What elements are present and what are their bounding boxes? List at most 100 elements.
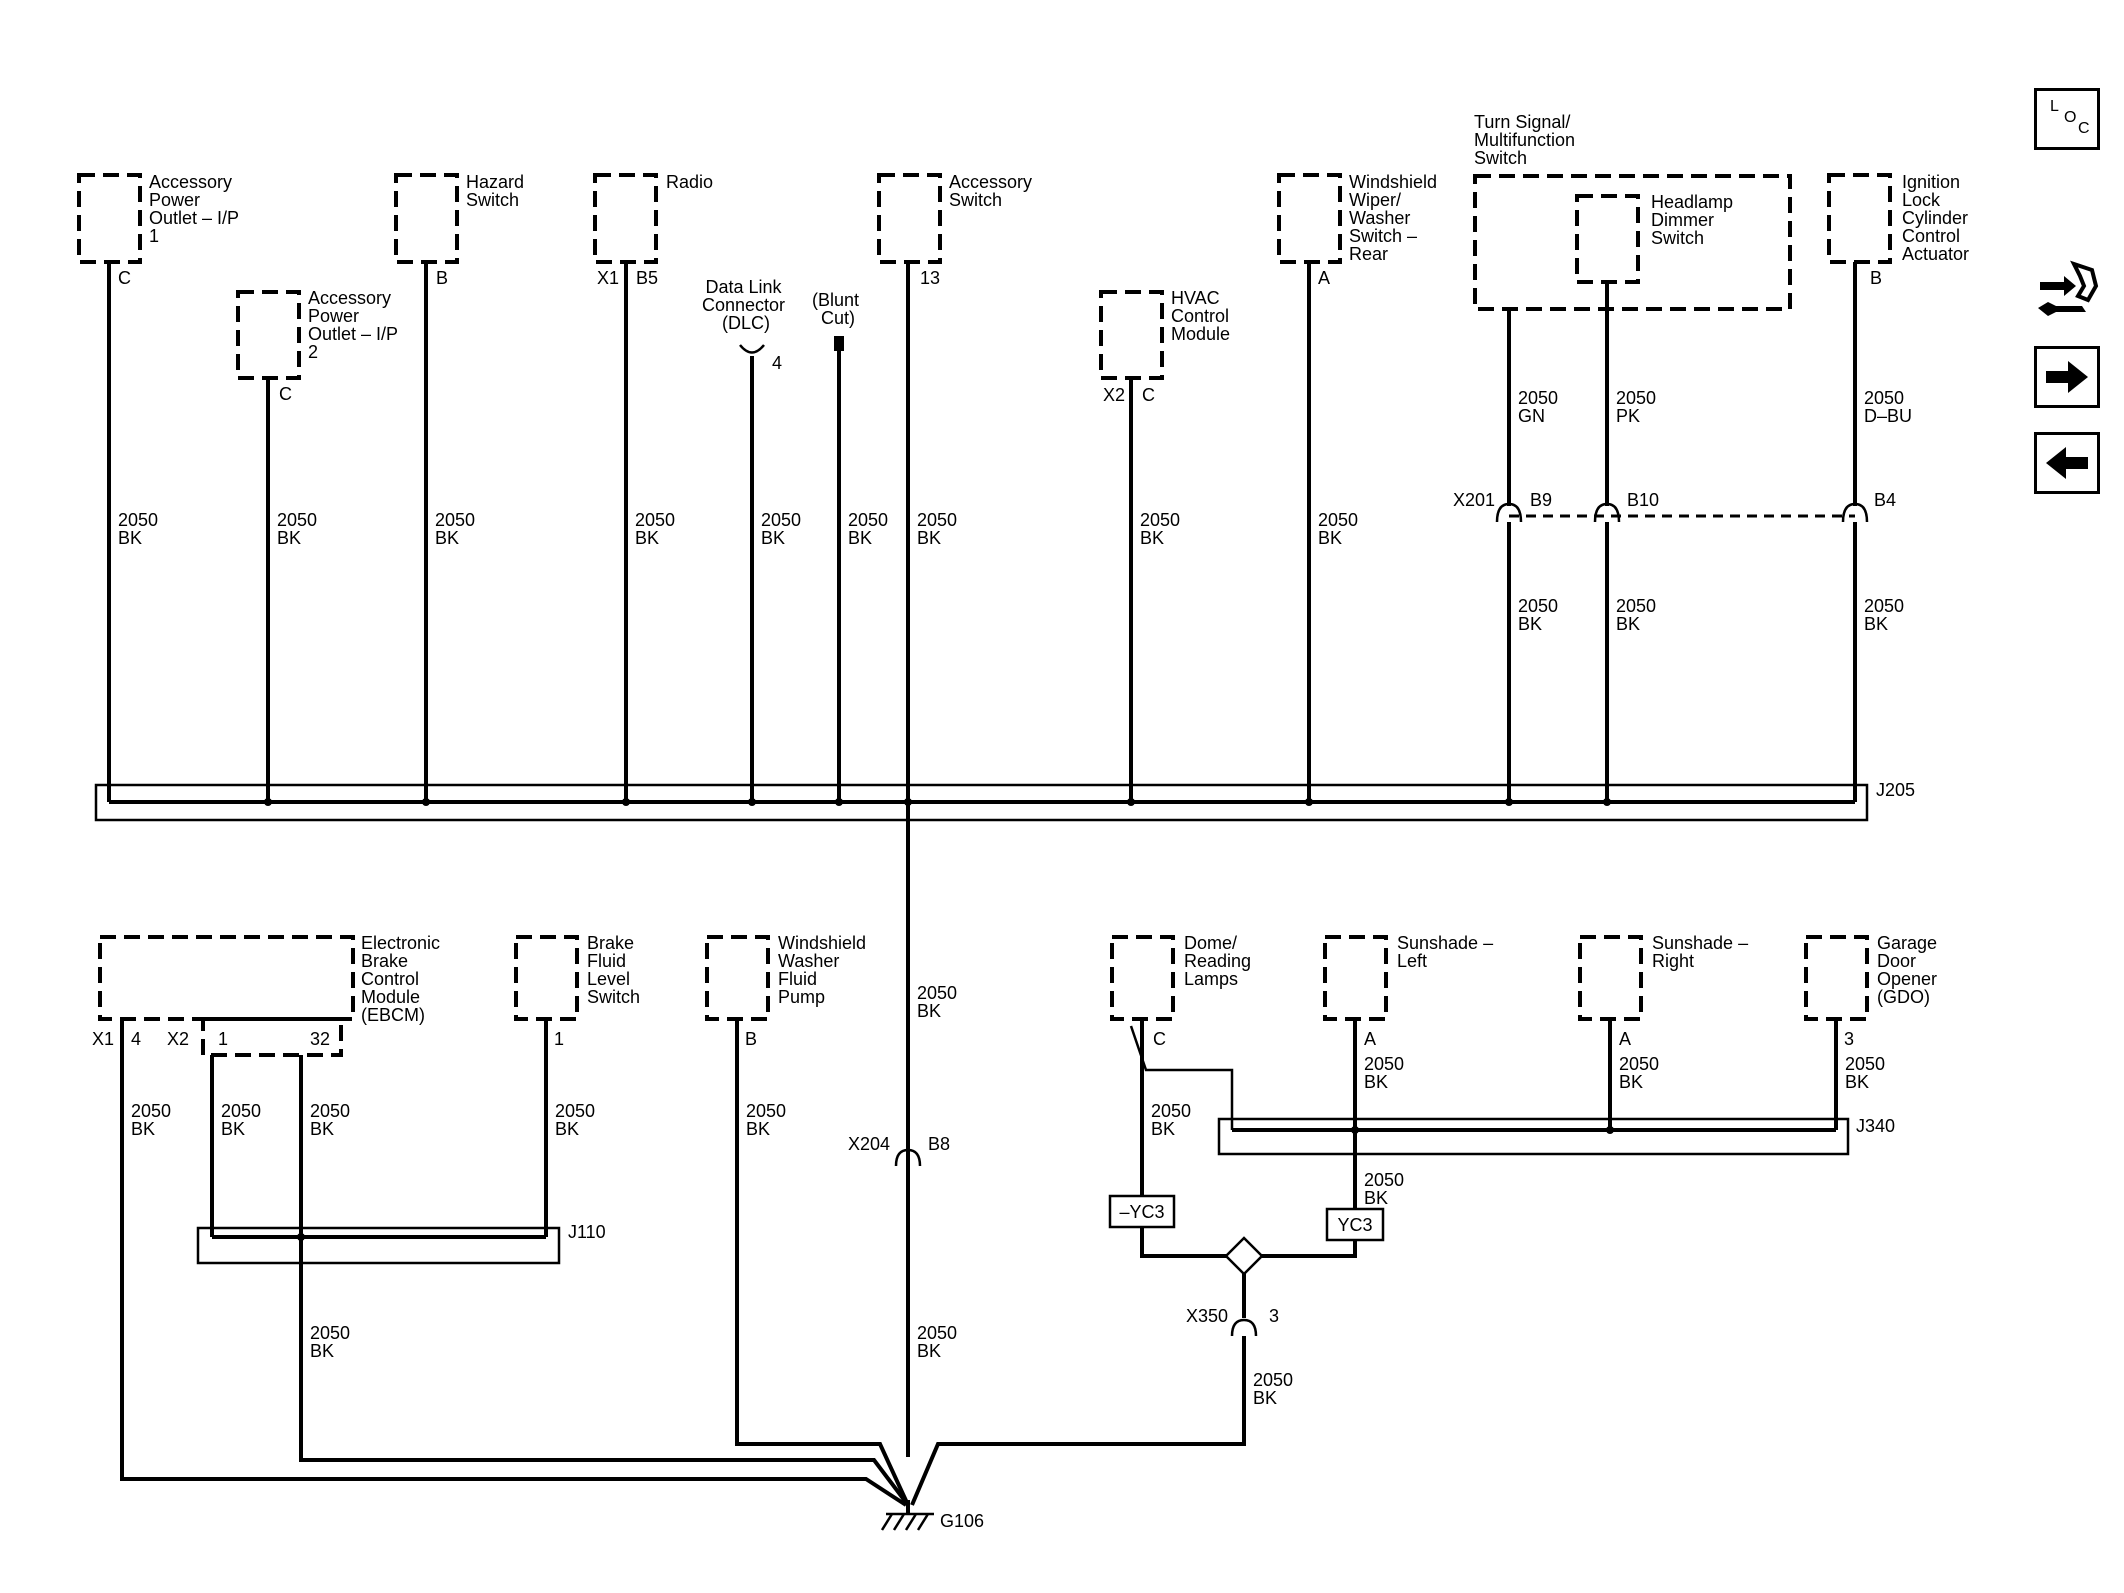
- bottom-pin-labels: X1 4 X2 1 32 1 B C A A 3 X204 B8 X350 3: [92, 1029, 1854, 1326]
- accessory-power-outlet-1-box: [77, 173, 142, 264]
- washer-fluid-pump-box: [705, 935, 770, 1021]
- accessory-power-outlet-2-box: [236, 290, 301, 380]
- loc-letter-o: O: [2064, 109, 2077, 126]
- ignition-lock-actuator-label: Ignition Lock Cylinder Control Actuator: [1902, 172, 1973, 264]
- previous-page-button[interactable]: [2034, 432, 2100, 494]
- loc-letter-l: L: [2050, 98, 2059, 115]
- radio-box: [593, 173, 658, 264]
- accessory-power-outlet-1-label: Accessory Power Outlet – I/P 1: [149, 172, 244, 246]
- svg-text:B: B: [745, 1029, 757, 1049]
- connector-tool-button[interactable]: [2034, 256, 2102, 326]
- svg-text:3: 3: [1844, 1029, 1854, 1049]
- top-wires: [107, 262, 1857, 1457]
- next-page-button[interactable]: [2034, 346, 2100, 408]
- svg-text:C: C: [118, 268, 131, 288]
- svg-text:13: 13: [920, 268, 940, 288]
- radio-label: Radio: [666, 172, 713, 192]
- svg-text:G106: G106: [940, 1511, 984, 1531]
- svg-text:A: A: [1619, 1029, 1631, 1049]
- washer-fluid-pump-label: Windshield Washer Fluid Pump: [778, 933, 871, 1007]
- sunshade-left-label: Sunshade – Left: [1397, 933, 1498, 971]
- svg-text:32: 32: [310, 1029, 330, 1049]
- ebcm-box: [98, 935, 355, 1021]
- bottom-wires: [120, 1019, 1838, 1507]
- svg-text:C: C: [1153, 1029, 1166, 1049]
- x201-connector: [1495, 502, 1869, 523]
- svg-text:1: 1: [554, 1029, 564, 1049]
- dome-reading-lamps-box: [1110, 935, 1175, 1021]
- svg-text:X201: X201: [1453, 490, 1495, 510]
- svg-text:X2: X2: [167, 1029, 189, 1049]
- dlc-label: Data Link Connector (DLC): [702, 277, 790, 333]
- svg-text:YC3: YC3: [1337, 1215, 1372, 1235]
- loc-letter-c: C: [2078, 120, 2090, 137]
- connector-wrench-icon: [2038, 260, 2099, 316]
- headlamp-dimmer-switch-label: Headlamp Dimmer Switch: [1651, 192, 1738, 248]
- x350-connector: [1230, 1318, 1258, 1337]
- ignition-lock-cylinder-box: [1827, 173, 1892, 264]
- ebcm-x2-connector-box: [201, 1017, 343, 1057]
- option-yc3: YC3: [1325, 1207, 1385, 1242]
- location-view-button[interactable]: L O C: [2034, 88, 2100, 150]
- dlc-connector-symbol: [739, 344, 765, 354]
- turn-signal-multifunction-switch-box: [1473, 174, 1792, 311]
- brake-fluid-level-switch-box: [514, 935, 579, 1021]
- windshield-wiper-switch-box: [1277, 173, 1342, 264]
- windshield-wiper-switch-label: Windshield Wiper/ Washer Switch – Rear: [1349, 172, 1442, 264]
- svg-text:A: A: [1318, 268, 1330, 288]
- option-split-diamond: [1224, 1236, 1264, 1276]
- j205-splice-pack: J205: [94, 780, 1915, 822]
- blunt-cut-label: (Blunt Cut): [812, 290, 864, 328]
- blunt-cut-symbol: [834, 336, 844, 351]
- option-not-yc3: –YC3: [1108, 1194, 1176, 1229]
- svg-text:A: A: [1364, 1029, 1376, 1049]
- left-arrow-icon: [2046, 447, 2088, 479]
- svg-text:4: 4: [772, 353, 782, 373]
- svg-text:B: B: [1870, 268, 1882, 288]
- svg-text:3: 3: [1269, 1306, 1279, 1326]
- svg-text:B5: B5: [636, 268, 658, 288]
- svg-text:B8: B8: [928, 1134, 950, 1154]
- svg-text:J340: J340: [1856, 1116, 1895, 1136]
- dome-reading-lamps-label: Dome/ Reading Lamps: [1184, 933, 1256, 989]
- hazard-switch-label: Hazard Switch: [466, 172, 529, 210]
- j110-splice-pack: J110: [196, 1222, 606, 1265]
- headlamp-dimmer-switch-box: [1575, 194, 1640, 284]
- sunshade-right-box: [1578, 935, 1643, 1021]
- svg-text:C: C: [1142, 385, 1155, 405]
- accessory-switch-box: [877, 173, 942, 264]
- j340-splice-pack: J340: [1217, 1116, 1895, 1156]
- sunshade-right-label: Sunshade – Right: [1652, 933, 1753, 971]
- svg-text:B10: B10: [1627, 490, 1659, 510]
- svg-text:–YC3: –YC3: [1119, 1202, 1164, 1222]
- ebcm-label: Electronic Brake Control Module (EBCM): [361, 933, 445, 1025]
